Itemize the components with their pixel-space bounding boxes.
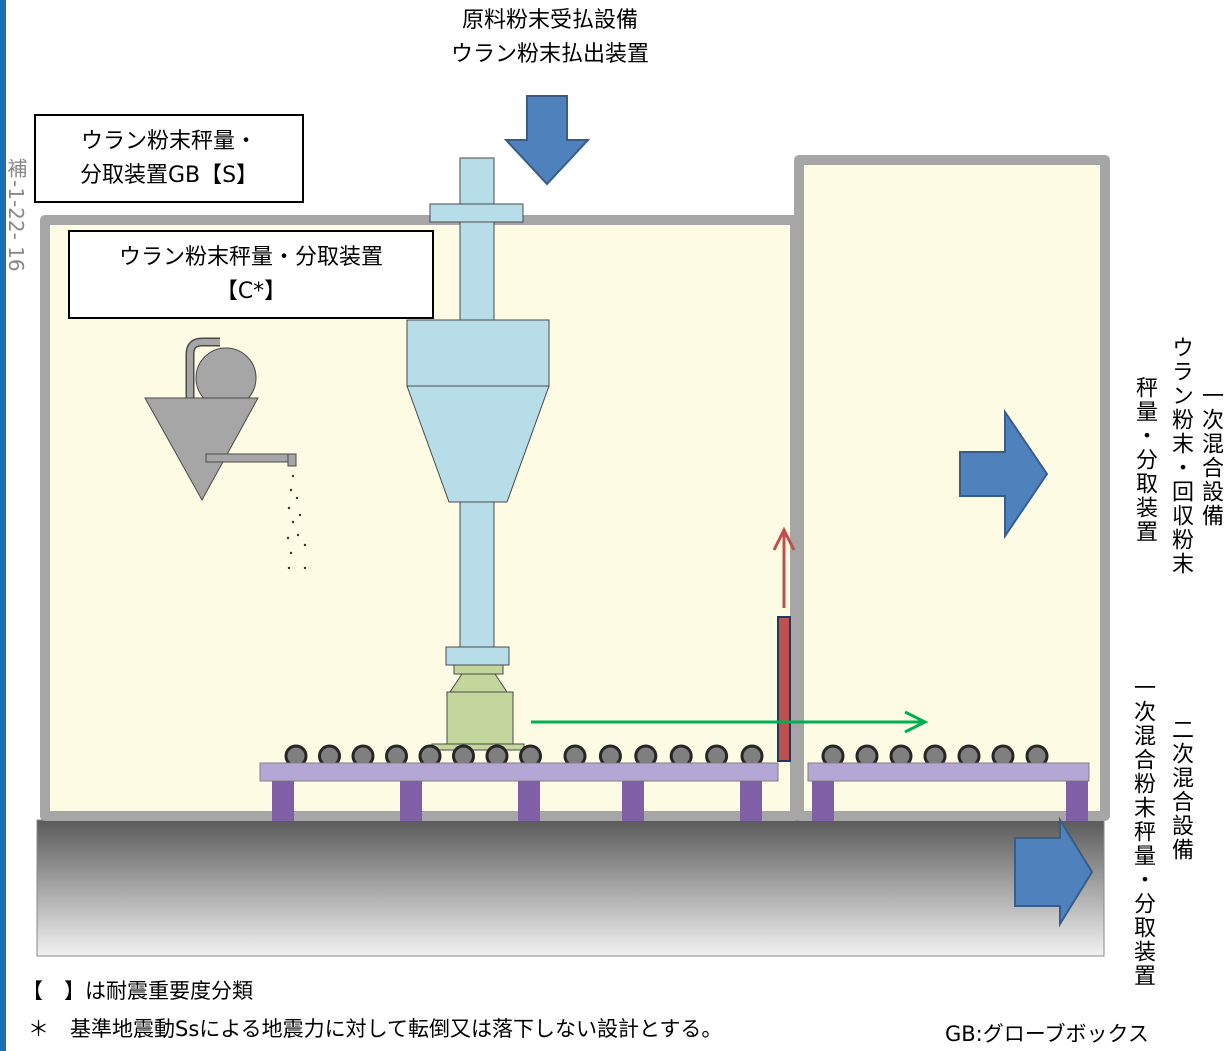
outflow-arrow-2-icon — [1014, 816, 1094, 928]
source-line2: ウラン粉末払出装置 — [450, 42, 649, 67]
weighing-column — [406, 157, 550, 666]
transfer-gate — [777, 616, 791, 762]
page-id-mark: 補 — [4, 158, 28, 180]
conveyor-main — [259, 762, 779, 821]
inflow-arrow-icon — [503, 95, 591, 186]
gb-abbreviation-note: GB:グローブボックス — [945, 1022, 1149, 1046]
glovebox-label: ウラン粉末秤量・ 分取装置GB【S】 — [34, 114, 304, 203]
gb-label-line2: 分取装置GB【S】 — [79, 163, 259, 188]
dest2-col1: 二次混合設備 — [1168, 718, 1193, 862]
page-id-number: -1-22- 16 — [4, 180, 28, 272]
powder-hopper — [144, 337, 297, 502]
page-id: 補 -1-22- 16 — [2, 158, 32, 272]
outflow-arrow-1-icon — [959, 408, 1049, 540]
dest1-col2: ウラン粉末・回収粉末 — [1168, 336, 1193, 576]
scale-unit — [431, 664, 525, 751]
device-label-line1: ウラン粉末秤量・分取装置 — [118, 245, 383, 270]
conveyor-adjacent — [807, 762, 1090, 821]
floor-slab — [36, 819, 1105, 957]
asterisk-note: ＊ 基準地震動Ssによる地震力に対して転倒又は落下しない設計とする。 — [28, 1017, 723, 1041]
gb-label-line1: ウラン粉末秤量・ — [80, 129, 257, 154]
dest2-col2: 一次混合粉末秤量・分取装置 — [1130, 676, 1155, 988]
device-label-line2: 【C*】 — [215, 279, 287, 304]
source-equipment-label: 原料粉末受払設備 ウラン粉末払出装置 — [430, 4, 670, 72]
source-line1: 原料粉末受払設備 — [461, 8, 638, 33]
gate-open-arrow-icon — [772, 526, 796, 608]
transfer-arrow-icon — [531, 710, 929, 734]
seismic-class-note: 【 】は耐震重要度分類 — [22, 979, 253, 1003]
glovebox-adjacent — [794, 155, 1110, 821]
dest1-col1: 一次混合設備 — [1198, 384, 1223, 528]
falling-powder — [286, 474, 307, 570]
dest1-col3: 秤量・分取装置 — [1132, 376, 1157, 544]
page-edge-strip — [0, 0, 6, 1051]
device-label: ウラン粉末秤量・分取装置 【C*】 — [68, 230, 434, 319]
